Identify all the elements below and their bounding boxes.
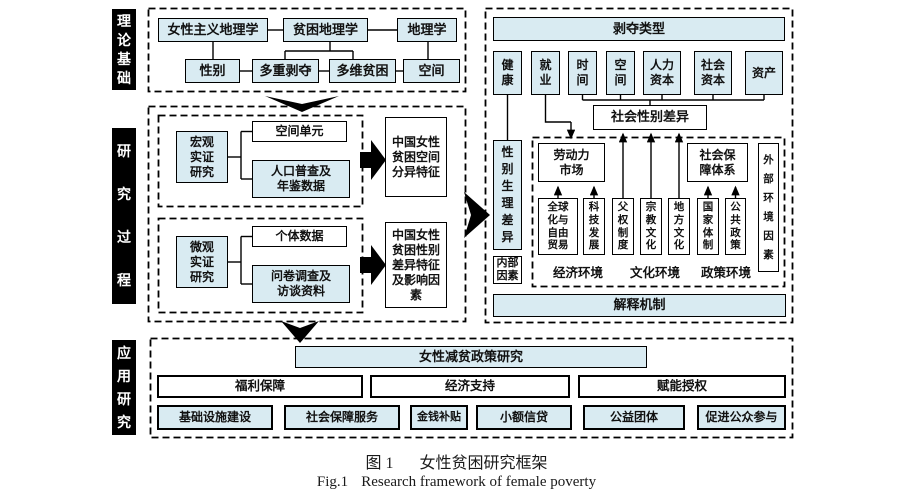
- box-time: 时 间: [568, 51, 597, 95]
- box-social-capital: 社会 资本: [694, 51, 732, 95]
- box-physiological-gender-difference: 性 别 生 理 差 异: [493, 140, 522, 250]
- box-multidimensional-poverty: 多维贫困: [329, 59, 396, 83]
- box-labor-market: 劳动力 市场: [538, 143, 605, 182]
- figure-title-en: Research framework of female poverty: [361, 474, 597, 490]
- box-tech-development: 科 技 发 展: [583, 198, 605, 255]
- box-spatial-differentiation-result: 中国女性 贫困空间 分异特征: [385, 117, 447, 197]
- box-gender: 性别: [185, 59, 240, 83]
- box-microcredit: 小额信贷: [476, 405, 572, 430]
- box-multiple-deprivation: 多重剥夺: [252, 59, 319, 83]
- box-local-culture: 地 方 文 化: [668, 198, 690, 255]
- box-infrastructure-construction: 基础设施建设: [157, 405, 273, 430]
- box-geography: 地理学: [397, 18, 457, 42]
- arrow-down-theory-to-process-icon: [265, 96, 339, 112]
- figure-number-en: Fig.1: [316, 474, 349, 490]
- box-poverty-geography: 贫困地理学: [283, 18, 368, 42]
- section-label-theory: 理 论 基 础: [112, 9, 136, 90]
- label-cultural-environment: 文化环境: [629, 266, 680, 281]
- box-social-security-system: 社会保 障体系: [687, 143, 748, 182]
- arrow-right-macro-to-result-icon: [360, 140, 386, 180]
- box-deprivation-types: 剥夺类型: [493, 17, 785, 41]
- box-employment: 就 业: [531, 51, 560, 95]
- box-patriarchy-system: 父 权 制 度: [612, 198, 634, 255]
- box-space: 空间: [403, 59, 460, 83]
- label-policy-environment: 政策环境: [700, 266, 751, 281]
- box-survey-interview-data: 问卷调查及 访谈资料: [252, 265, 350, 303]
- box-welfare-security: 福利保障: [157, 375, 363, 398]
- box-money-subsidy: 金钱补贴: [410, 405, 468, 430]
- box-economic-support: 经济支持: [370, 375, 570, 398]
- box-empowerment: 赋能授权: [578, 375, 786, 398]
- box-social-security-services: 社会保障服务: [284, 405, 400, 430]
- box-individual-data: 个体数据: [252, 226, 347, 247]
- figure-number-zh: 图 1: [365, 455, 394, 472]
- box-census-yearbook-data: 人口普查及 年鉴数据: [252, 160, 350, 198]
- box-globalization-free-trade: 全球 化与 自由 贸易: [538, 198, 578, 255]
- box-macro-empirical-research: 宏观 实证 研究: [176, 131, 228, 183]
- box-space-deprivation: 空 间: [606, 51, 635, 95]
- figure-title-zh: 女性贫困研究框架: [419, 455, 548, 472]
- box-spatial-unit: 空间单元: [252, 121, 347, 142]
- box-assets: 资产: [745, 51, 783, 95]
- label-economic-environment: 经济环境: [552, 266, 603, 281]
- box-religious-culture: 宗 教 文 化: [640, 198, 662, 255]
- figure-caption-en: Fig.1 Research framework of female povert…: [0, 474, 913, 491]
- arrow-down-process-to-application-icon: [281, 321, 319, 343]
- box-explanation-mechanism: 解释机制: [493, 294, 786, 317]
- box-social-gender-difference: 社会性别差异: [593, 105, 707, 130]
- arrow-right-process-to-mechanism-icon: [464, 192, 490, 238]
- arrow-right-micro-to-result-icon: [360, 245, 386, 285]
- figure-caption-zh: 图 1 女性贫困研究框架: [0, 449, 913, 473]
- box-feminist-geography: 女性主义地理学: [158, 18, 268, 42]
- box-gender-difference-result: 中国女性 贫困性别 差异特征 及影响因 素: [385, 222, 447, 308]
- box-public-policy: 公 共 政 策: [725, 198, 746, 255]
- box-health: 健 康: [493, 51, 522, 95]
- section-label-process: 研 究 过 程: [112, 128, 136, 304]
- box-external-environment-factor: 外 部 环 境 因 素: [758, 143, 779, 272]
- box-human-capital: 人力 资本: [643, 51, 681, 95]
- box-internal-factor: 内部 因素: [493, 256, 522, 284]
- box-poverty-reduction-policy-research: 女性减贫政策研究: [295, 346, 647, 368]
- box-micro-empirical-research: 微观 实证 研究: [176, 236, 228, 288]
- box-state-system: 国 家 体 制: [697, 198, 719, 255]
- box-promote-public-participation: 促进公众参与: [697, 405, 786, 430]
- box-public-welfare-groups: 公益团体: [583, 405, 685, 430]
- section-label-application: 应 用 研 究: [112, 340, 136, 435]
